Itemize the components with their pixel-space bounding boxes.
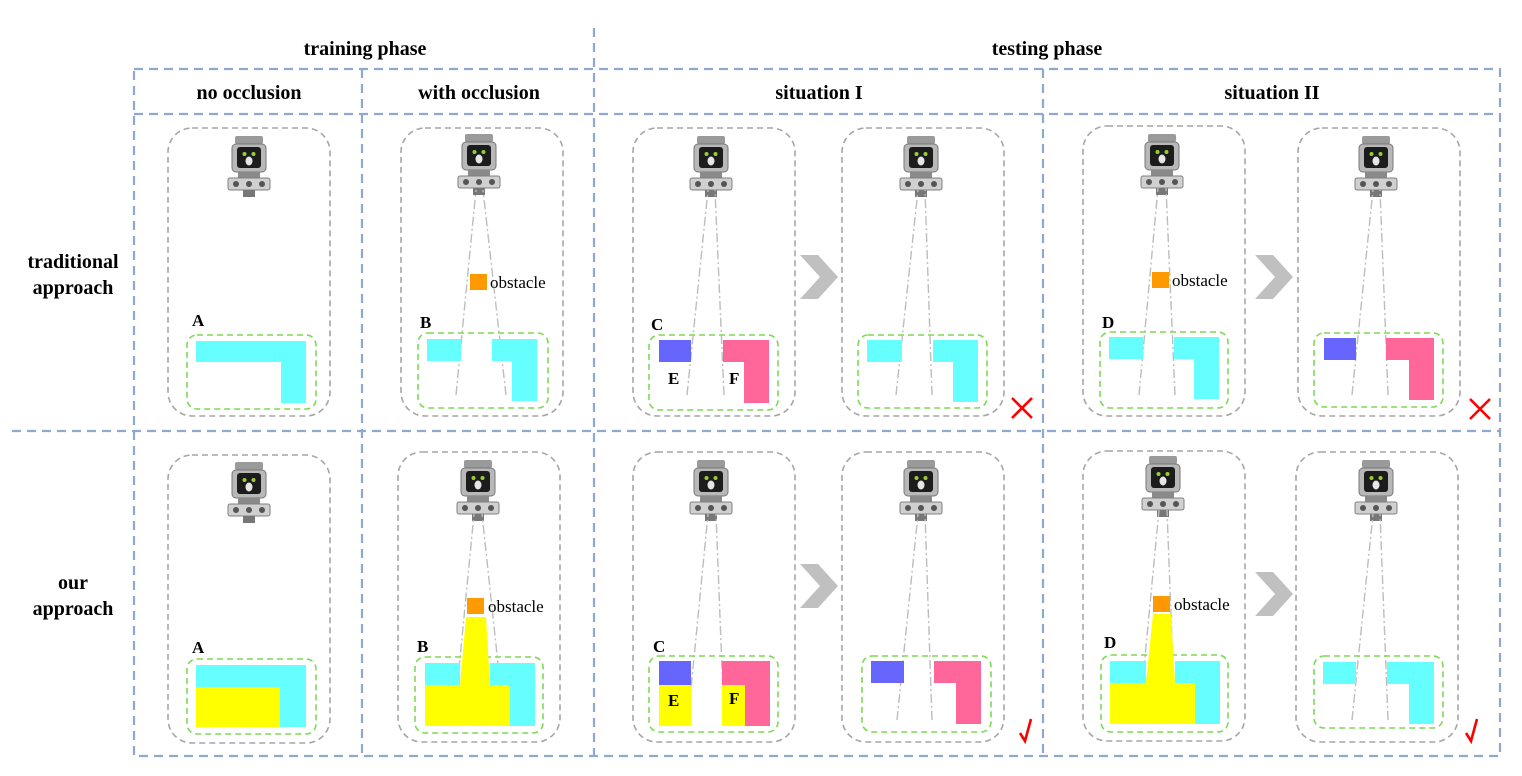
label-d: D xyxy=(1104,633,1116,652)
robot-icon xyxy=(227,461,271,524)
robot-icon xyxy=(899,135,943,198)
row-label-ours-1: our xyxy=(58,572,88,594)
panel-traditional-situation1-before: C E F xyxy=(632,127,796,417)
panel-traditional-no-occlusion: A xyxy=(167,127,331,417)
label-c: C xyxy=(651,315,663,334)
robot-icon xyxy=(456,459,500,522)
panel-traditional-situation2-after xyxy=(1297,127,1461,417)
chevron-right-icon xyxy=(800,255,838,299)
label-f: F xyxy=(729,689,739,708)
robot-icon xyxy=(1354,135,1398,198)
situation-2-header: situation II xyxy=(1224,82,1319,104)
row-label-traditional-2: approach xyxy=(33,277,114,299)
obstacle-block xyxy=(470,274,487,290)
label-c: C xyxy=(653,637,665,656)
label-b: B xyxy=(420,313,431,332)
panel-traditional-situation2-before: obstacle D xyxy=(1082,125,1246,417)
panel-ours-situation2-before: obstacle D xyxy=(1082,450,1246,742)
chevron-right-icon xyxy=(800,564,838,608)
robot-icon xyxy=(227,135,271,198)
obstacle-label: obstacle xyxy=(488,597,544,616)
robot-icon xyxy=(1140,133,1184,196)
chevron-right-icon xyxy=(1255,572,1293,616)
table-grid xyxy=(12,28,1502,758)
label-f: F xyxy=(729,369,739,388)
cross-icon xyxy=(1011,397,1033,419)
robot-icon xyxy=(899,459,943,522)
robot-icon xyxy=(689,135,733,198)
panel-traditional-situation1-after xyxy=(841,127,1005,417)
panel-traditional-with-occlusion: obstacle B xyxy=(400,127,564,417)
panel-ours-situation1-after xyxy=(841,451,1005,743)
robot-icon xyxy=(689,459,733,522)
row-label-ours-2: approach xyxy=(33,598,114,620)
cross-icon xyxy=(1469,398,1491,420)
testing-phase-header: testing phase xyxy=(992,38,1103,60)
panel-ours-no-occlusion: A xyxy=(167,454,331,744)
with-occlusion-header: with occlusion xyxy=(418,82,540,104)
label-a: A xyxy=(192,638,205,657)
obstacle-label: obstacle xyxy=(1172,271,1228,290)
no-occlusion-header: no occlusion xyxy=(196,82,301,104)
obstacle-label: obstacle xyxy=(1174,595,1230,614)
label-b: B xyxy=(417,637,428,656)
situation-1-header: situation I xyxy=(775,82,862,104)
label-d: D xyxy=(1102,313,1114,332)
row-label-traditional-1: traditional xyxy=(27,251,119,273)
obstacle-block xyxy=(467,598,484,614)
robot-icon xyxy=(1141,455,1185,518)
robot-icon xyxy=(457,133,501,196)
obstacle-label: obstacle xyxy=(490,273,546,292)
label-e: E xyxy=(668,691,679,710)
check-icon xyxy=(1018,718,1033,745)
obstacle-block xyxy=(1153,596,1170,612)
panel-ours-situation1-before: C E F xyxy=(632,451,796,743)
chevron-right-icon xyxy=(1255,255,1293,299)
obstacle-block xyxy=(1152,272,1169,288)
label-e: E xyxy=(668,369,679,388)
label-a: A xyxy=(192,311,205,330)
training-phase-header: training phase xyxy=(304,38,427,60)
check-icon xyxy=(1464,718,1479,745)
panel-ours-situation2-after xyxy=(1295,451,1459,743)
panel-ours-with-occlusion: obstacle B xyxy=(397,451,561,743)
robot-icon xyxy=(1354,459,1398,522)
